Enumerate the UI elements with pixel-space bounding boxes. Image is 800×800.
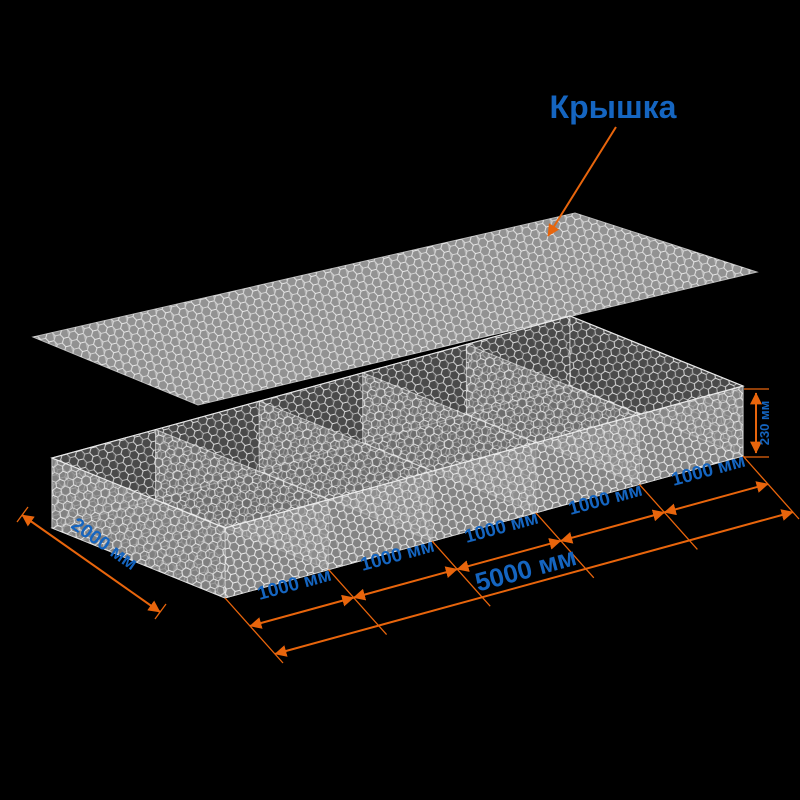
width-dimension-line: [21, 514, 161, 613]
height-dimension-label: 230 мм: [757, 401, 772, 446]
lid-label: Крышка: [550, 89, 677, 125]
width-dimension-tick-end: [154, 603, 167, 620]
extension-line-0: [224, 597, 284, 664]
box-top-rim: [50, 315, 745, 529]
segment-dimension-line-5: [663, 481, 769, 516]
total-length-dimension-line: [274, 509, 794, 657]
width-dimension-tick-start: [16, 506, 29, 523]
lid-panel: [31, 212, 759, 406]
extension-line-5: [742, 455, 800, 520]
lid-leader-arrow: [547, 126, 617, 237]
gabion-box: [50, 315, 745, 599]
dimension-lines: [16, 126, 800, 664]
lid-surface-mesh: [33, 213, 757, 405]
